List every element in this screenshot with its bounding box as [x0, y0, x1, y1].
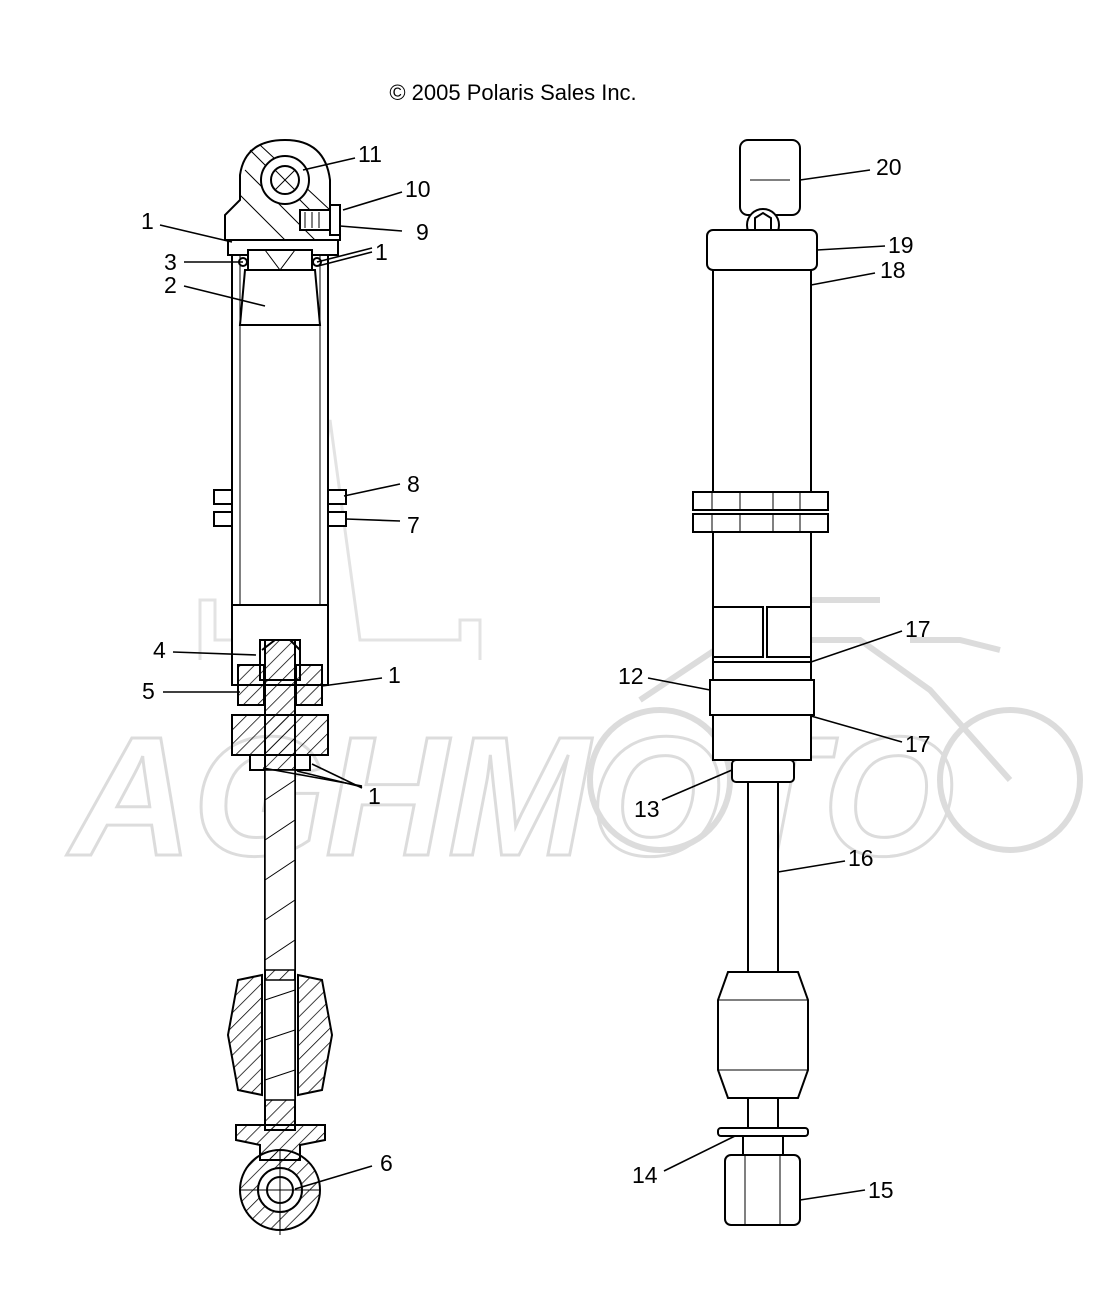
lower-eyelet-exterior: [724, 1154, 801, 1226]
callout-5: 5: [142, 678, 155, 704]
shaft-exterior: [747, 781, 779, 973]
callout-1-seal-head: 1: [388, 662, 401, 688]
callout-14: 14: [632, 1162, 658, 1188]
piston-cap: [247, 249, 313, 271]
callout-10: 10: [405, 176, 431, 202]
callout-6: 6: [380, 1150, 393, 1176]
bump-stop-right: [297, 973, 334, 1097]
callout-1-bottom: 1: [368, 783, 381, 809]
callout-19: 19: [888, 232, 914, 258]
callout-13: 13: [634, 796, 660, 822]
shock-cutaway-view: [213, 138, 347, 1235]
callouts: 1 2 3 1 11 10 9 8 7 4 5 1 1 6 20 19 18 1…: [141, 141, 931, 1203]
bump-stop-left: [226, 973, 263, 1097]
callout-16: 16: [848, 845, 874, 871]
callout-9: 9: [416, 219, 429, 245]
callout-4: 4: [153, 637, 166, 663]
reservoir-cap: [706, 229, 818, 271]
callout-8: 8: [407, 471, 420, 497]
callout-3: 3: [164, 249, 177, 275]
bump-stop: [717, 971, 809, 1099]
callout-17-lower: 17: [905, 731, 931, 757]
bearing-cap: [709, 679, 815, 716]
watermark-text: AGHMOTO: [66, 702, 955, 892]
floating-piston: [238, 269, 322, 326]
callout-11: 11: [358, 141, 382, 167]
washer: [717, 1127, 809, 1137]
callout-17-upper: 17: [905, 616, 931, 642]
copyright-notice: © 2005 Polaris Sales Inc.: [389, 80, 636, 105]
callout-15: 15: [868, 1177, 894, 1203]
leader-lines: [159, 157, 903, 1201]
spring-collar-lower: [692, 513, 829, 533]
shock-body: [712, 269, 812, 501]
callout-18: 18: [880, 257, 906, 283]
callout-20: 20: [876, 154, 902, 180]
shock-exterior-view: [692, 139, 829, 1226]
callout-1-top-left: 1: [141, 208, 154, 234]
callout-1-piston: 1: [375, 239, 388, 265]
callout-2: 2: [164, 272, 177, 298]
spring-collar-upper: [692, 491, 829, 511]
seal-nut: [731, 759, 795, 783]
top-clevis: [739, 139, 801, 216]
callout-12: 12: [618, 663, 644, 689]
callout-7: 7: [407, 512, 420, 538]
